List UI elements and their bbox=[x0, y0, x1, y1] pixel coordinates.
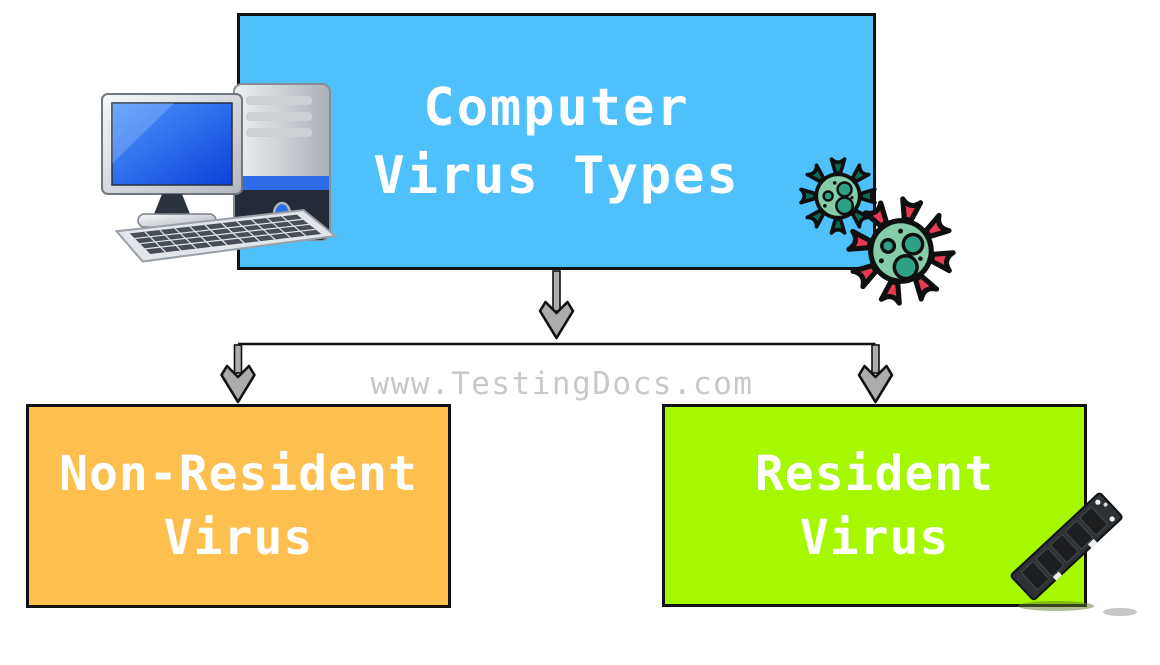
arrowhead-down-right bbox=[857, 364, 894, 404]
node-label-line: Resident bbox=[754, 445, 995, 502]
node-label-line: Computer bbox=[423, 77, 690, 138]
computer-keyboard bbox=[114, 209, 338, 263]
virus-icon-small bbox=[799, 157, 877, 235]
node-non-resident-virus: Non-Resident Virus bbox=[26, 404, 451, 608]
arrowhead-down-center bbox=[538, 300, 575, 340]
computer-monitor bbox=[101, 93, 243, 228]
ram-memory-icon bbox=[1010, 492, 1137, 616]
node-label-line: Virus bbox=[799, 509, 950, 566]
desktop-computer-icon bbox=[101, 83, 338, 263]
arrow-shaft-center bbox=[552, 270, 561, 312]
node-computer-virus-types: Computer Virus Types bbox=[237, 13, 876, 270]
node-label-line: Non-Resident bbox=[59, 446, 418, 502]
arrowhead-down-left bbox=[220, 364, 256, 404]
ram-shadow bbox=[1103, 608, 1137, 616]
node-label-line: Virus bbox=[163, 510, 314, 566]
watermark: www.TestingDocs.com bbox=[370, 366, 754, 402]
computer-tower bbox=[233, 83, 331, 241]
virus-icon-large bbox=[846, 196, 956, 306]
node-label-line: Virus Types bbox=[373, 145, 740, 206]
ram-shadow bbox=[1018, 601, 1094, 611]
